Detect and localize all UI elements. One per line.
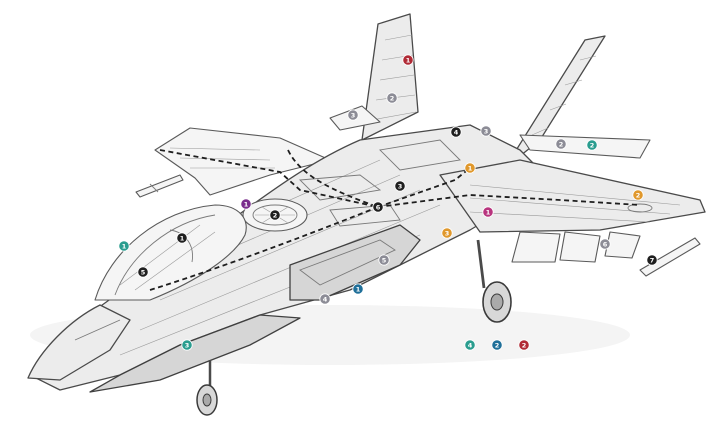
markers: 1 2 3 4 3 2 2 3 6 1 2 1 1 2 3 1 1 5 5 1 4 3 6 7 4 2 2: [118, 54, 658, 351]
marker-label: 2: [390, 94, 395, 102]
marker-dot: [450, 126, 462, 138]
marker-legend-teal: 4: [464, 339, 476, 351]
marker-right-wing-inner: 2: [555, 138, 567, 150]
marker-dot: [394, 180, 406, 192]
right-wing: [439, 159, 706, 233]
marker-label: 1: [468, 164, 473, 172]
marker-dot: [319, 293, 331, 305]
marker-label: 4: [454, 128, 459, 136]
marker-label: 3: [351, 111, 356, 119]
marker-spine-rear: 4: [450, 126, 462, 138]
marker-label: 4: [323, 295, 328, 303]
left-missile: [135, 174, 184, 198]
nose-landing-gear: [196, 360, 218, 416]
left-wing: [154, 127, 331, 196]
marker-dot: [181, 339, 193, 351]
marker-label: 6: [603, 240, 608, 248]
marker-dot: [632, 189, 644, 201]
marker-label: 3: [445, 229, 450, 237]
marker-fin-right-base: 3: [480, 125, 492, 137]
marker-fin-left-mid: 2: [386, 92, 398, 104]
marker-dot: [491, 339, 503, 351]
fuselage: [29, 124, 541, 393]
marker-label: 2: [522, 341, 527, 349]
marker-label: 2: [590, 141, 595, 149]
marker-dot: [386, 92, 398, 104]
marker-missile-right: 7: [646, 254, 658, 266]
marker-label: 1: [486, 208, 491, 216]
marker-label: 1: [406, 56, 411, 64]
marker-label: 3: [398, 182, 403, 190]
nose: [27, 304, 131, 381]
marker-dot: [352, 283, 364, 295]
marker-dot: [347, 109, 359, 121]
marker-liftfan-purple: 1: [240, 198, 252, 210]
right-stabilizer: [519, 134, 651, 159]
marker-fin-left-top: 1: [402, 54, 414, 66]
marker-intake-lower-orange: 3: [441, 227, 453, 239]
marker-dot: [464, 339, 476, 351]
marker-label: 1: [244, 200, 249, 208]
intake: [289, 224, 421, 301]
marker-label: 7: [650, 256, 655, 264]
marker-label: 2: [636, 191, 641, 199]
marker-label: 5: [382, 256, 387, 264]
marker-body-center: 6: [372, 201, 384, 213]
marker-spine-mid: 3: [394, 180, 406, 192]
marker-intake-orange: 1: [464, 162, 476, 174]
marker-right-wing-outer: 2: [586, 139, 598, 151]
marker-legend-red: 2: [518, 339, 530, 351]
marker-cockpit: 1: [176, 232, 188, 244]
marker-dot: [646, 254, 658, 266]
marker-tail-base-left: 3: [347, 109, 359, 121]
marker-dot: [402, 54, 414, 66]
marker-nose-teal: 3: [181, 339, 193, 351]
marker-label: 1: [356, 285, 361, 293]
marker-dot: [482, 206, 494, 218]
marker-dot: [118, 240, 130, 252]
marker-label: 6: [376, 203, 381, 211]
marker-weapon-right: 6: [599, 238, 611, 250]
marker-wing-center: 1: [482, 206, 494, 218]
marker-label: 5: [141, 268, 146, 276]
marker-label: 1: [122, 242, 127, 250]
marker-dot: [480, 125, 492, 137]
marker-dot: [555, 138, 567, 150]
marker-dot: [518, 339, 530, 351]
marker-dot: [176, 232, 188, 244]
marker-bay-gray: 4: [319, 293, 331, 305]
routing-lines: [149, 149, 641, 291]
marker-liftfan: 2: [269, 209, 281, 221]
marker-dot: [137, 266, 149, 278]
marker-label: 3: [484, 127, 489, 135]
marker-bay-blue: 1: [352, 283, 364, 295]
marker-dot: [269, 209, 281, 221]
marker-label: 2: [495, 341, 500, 349]
marker-wing-tip-orange: 2: [632, 189, 644, 201]
marker-dot: [372, 201, 384, 213]
marker-canopy-teal: 1: [118, 240, 130, 252]
marker-label: 1: [180, 234, 185, 242]
marker-canopy-front: 5: [137, 266, 149, 278]
marker-dot: [586, 139, 598, 151]
marker-fuselage-side: 5: [378, 254, 390, 266]
marker-dot: [378, 254, 390, 266]
marker-label: 2: [559, 140, 564, 148]
main-landing-gear: [476, 239, 512, 323]
marker-dot: [240, 198, 252, 210]
marker-dot: [599, 238, 611, 250]
marker-legend-blue: 2: [491, 339, 503, 351]
marker-label: 2: [273, 211, 278, 219]
marker-dot: [441, 227, 453, 239]
marker-dot: [464, 162, 476, 174]
marker-label: 4: [468, 341, 473, 349]
marker-label: 3: [185, 341, 190, 349]
